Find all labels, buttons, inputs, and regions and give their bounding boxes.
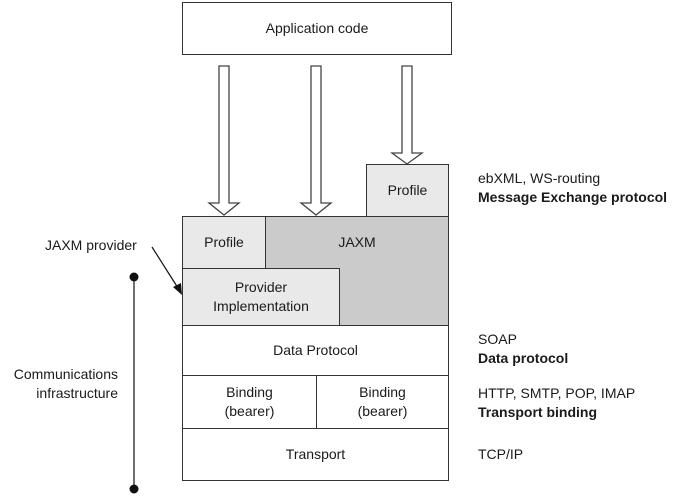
jaxm-provider-label: JAXM provider xyxy=(45,237,137,253)
binding-right-line1: Binding xyxy=(359,384,406,400)
jaxm-provider-pointer-arrow xyxy=(151,246,182,295)
data-protocol-label: Data Protocol xyxy=(273,342,358,358)
data-protocol-examples: SOAP xyxy=(478,331,517,347)
transport-examples: TCP/IP xyxy=(478,446,524,462)
profile-box-left: Profile xyxy=(182,216,266,269)
down-arrow-to-profile xyxy=(207,65,241,216)
binding-box-right: Binding (bearer) xyxy=(316,375,449,429)
communications-infrastructure-label: Communications infrastructure xyxy=(0,365,118,403)
bracket-top-dot xyxy=(129,272,139,282)
down-arrow-to-jaxm xyxy=(299,65,333,216)
binding-right-line2: (bearer) xyxy=(357,403,408,419)
binding-box-left: Binding (bearer) xyxy=(182,375,317,429)
provider-implementation-line2: Implementation xyxy=(213,298,309,314)
communications-bracket xyxy=(129,272,139,494)
profile-left-label: Profile xyxy=(204,234,244,250)
application-code-box: Application code xyxy=(182,2,452,55)
profile-box-top: Profile xyxy=(366,164,449,217)
message-exchange-layer: Message Exchange protocol xyxy=(478,189,668,205)
communications-line2: infrastructure xyxy=(36,385,118,401)
data-protocol-box: Data Protocol xyxy=(182,325,449,376)
transport-box: Transport xyxy=(182,428,449,481)
transport-label: Transport xyxy=(285,446,346,462)
data-protocol-layer: Data protocol xyxy=(478,350,569,366)
transport-binding-examples: HTTP, SMTP, POP, IMAP xyxy=(478,385,636,401)
jaxm-label: JAXM xyxy=(338,234,376,250)
bracket-bottom-dot xyxy=(129,484,139,494)
application-code-label: Application code xyxy=(265,20,369,36)
transport-binding-layer: Transport binding xyxy=(478,404,597,420)
profile-top-label: Profile xyxy=(387,182,428,198)
communications-line1: Communications xyxy=(13,366,118,382)
down-arrow-to-top-profile xyxy=(390,65,424,165)
provider-implementation-line1: Provider xyxy=(234,279,288,295)
message-exchange-examples: ebXML, WS-routing xyxy=(478,170,601,186)
binding-left-line2: (bearer) xyxy=(224,403,275,419)
binding-left-line1: Binding xyxy=(226,384,273,400)
provider-implementation-box: Provider Implementation xyxy=(182,268,340,326)
